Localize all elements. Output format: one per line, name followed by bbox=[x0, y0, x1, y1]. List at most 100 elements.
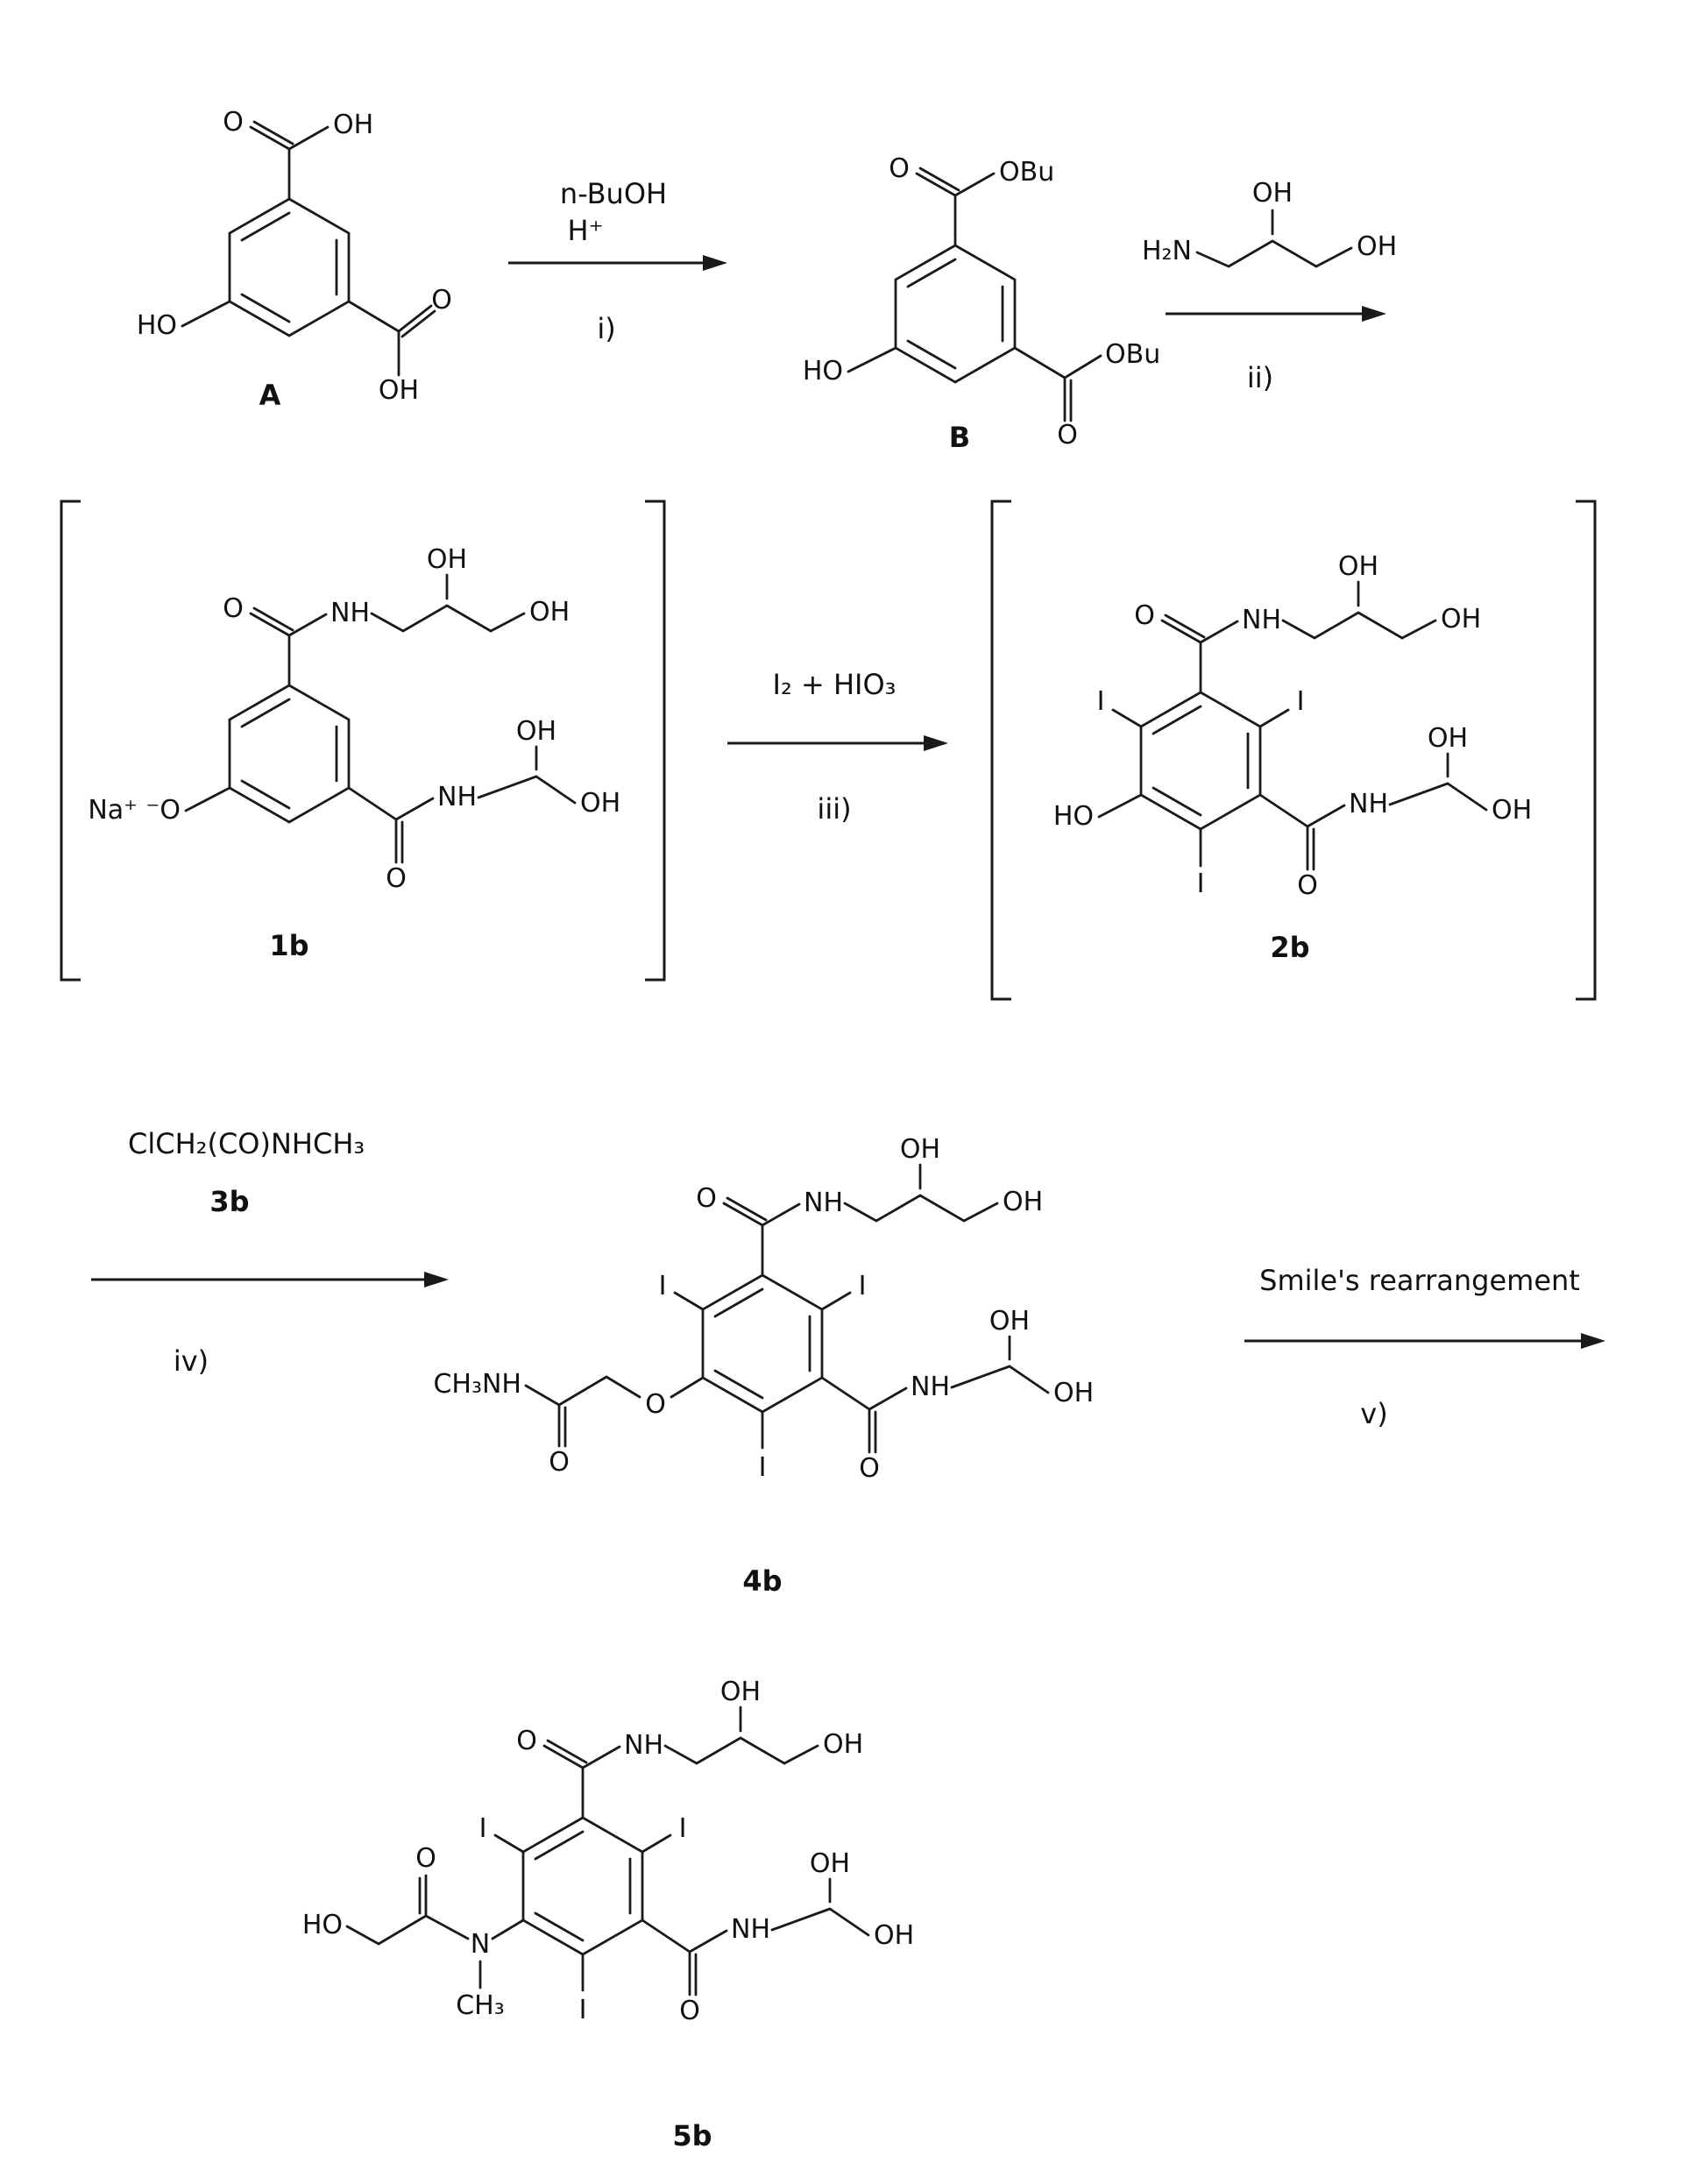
oh-label: OH bbox=[1492, 795, 1532, 826]
n-label: N bbox=[471, 1929, 490, 1960]
oh-label: OH bbox=[720, 1677, 761, 1707]
ether-o-label: O bbox=[645, 1389, 666, 1420]
arrow-step-i: n-BuOH H⁺ i) bbox=[508, 177, 727, 345]
structure-2b-bonds bbox=[1097, 580, 1488, 871]
oh-label: OH bbox=[529, 597, 570, 628]
o-label: O bbox=[859, 1453, 880, 1484]
step-label: iii) bbox=[817, 792, 851, 826]
compound-label-2b: 2b bbox=[1270, 931, 1309, 964]
obu-label: OBu bbox=[999, 157, 1054, 188]
oh-label: OH bbox=[1441, 604, 1481, 635]
o-label: O bbox=[223, 107, 244, 138]
nh-label: NH bbox=[330, 598, 370, 628]
ho-label: HO bbox=[1053, 801, 1094, 832]
left-bracket bbox=[990, 500, 1011, 1001]
nh-label: NH bbox=[911, 1372, 950, 1402]
left-bracket bbox=[60, 500, 81, 982]
arrowhead-icon bbox=[1581, 1333, 1605, 1349]
compound-label-b: B bbox=[949, 421, 970, 454]
ch3nh-label: CH₃NH bbox=[433, 1369, 521, 1400]
iodine-label: I bbox=[579, 1995, 587, 2025]
compound-label-a: A bbox=[259, 379, 281, 412]
oh-label: OH bbox=[1053, 1378, 1094, 1408]
arrow-step-v: Smile's rearrangement v) bbox=[1244, 1264, 1605, 1430]
arrow-step-iv: ClCH₂(CO)NHCH₃ 3b iv) bbox=[91, 1127, 449, 1378]
reagent-text: H⁺ bbox=[568, 214, 604, 247]
oh-label: OH bbox=[810, 1848, 850, 1879]
reagent-aminopropanediol: H₂N OH OH bbox=[1142, 178, 1397, 268]
oh-label: OH bbox=[1338, 551, 1378, 582]
arrowhead-icon bbox=[1362, 306, 1386, 322]
ch3-label: CH₃ bbox=[456, 1990, 505, 2021]
reagent-text: Smile's rearrangement bbox=[1259, 1264, 1580, 1297]
structure-A-bonds bbox=[181, 120, 436, 377]
compound-4b: O NH OH OH I I I O O CH₃NH O NH OH OH 4b bbox=[433, 1134, 1094, 1598]
o-label: O bbox=[1134, 600, 1155, 631]
sodium-phenolate-label: Na⁺ ⁻O bbox=[88, 795, 181, 826]
oh-label: OH bbox=[379, 375, 419, 406]
o-label: O bbox=[223, 593, 244, 624]
arrowhead-icon bbox=[703, 255, 727, 271]
nh-label: NH bbox=[1242, 605, 1281, 635]
reagent-text: I₂ + HIO₃ bbox=[773, 668, 897, 701]
o-label: O bbox=[549, 1447, 570, 1478]
structure-B: O OBu HO OBu O B bbox=[803, 153, 1160, 454]
structure-1b-bonds bbox=[184, 573, 577, 864]
ho-label: HO bbox=[137, 310, 177, 341]
reagent-bonds bbox=[1195, 209, 1353, 268]
nh-label: NH bbox=[624, 1730, 663, 1761]
o-label: O bbox=[516, 1726, 537, 1756]
iodine-label: I bbox=[759, 1452, 767, 1483]
oh-label: OH bbox=[1428, 723, 1468, 754]
ho-label: HO bbox=[803, 356, 843, 387]
oh-label: OH bbox=[1252, 178, 1293, 209]
iodine-label: I bbox=[1197, 869, 1205, 899]
arrow-step-iii: I₂ + HIO₃ iii) bbox=[727, 668, 948, 826]
o-label: O bbox=[431, 285, 452, 316]
structure-A: O OH HO O OH A bbox=[137, 107, 452, 412]
oh-label: OH bbox=[516, 716, 556, 747]
compound-label-3b: 3b bbox=[209, 1185, 249, 1218]
step-label: ii) bbox=[1247, 361, 1273, 394]
reagent-text: n-BuOH bbox=[560, 177, 667, 210]
o-label: O bbox=[415, 1843, 436, 1874]
compound-label-4b: 4b bbox=[742, 1564, 782, 1598]
nh-label: NH bbox=[1349, 789, 1388, 819]
o-label: O bbox=[1057, 420, 1078, 450]
o-label: O bbox=[1297, 870, 1318, 901]
nh-label: NH bbox=[804, 1188, 843, 1218]
iodine-label: I bbox=[1297, 686, 1305, 717]
nh-label: NH bbox=[731, 1914, 770, 1945]
o-label: O bbox=[696, 1183, 717, 1214]
compound-label-5b: 5b bbox=[672, 2119, 712, 2152]
o-label: O bbox=[386, 863, 407, 894]
step-label: iv) bbox=[174, 1344, 209, 1378]
oh-label: OH bbox=[900, 1134, 940, 1165]
compound-5b: O NH OH OH I I I O N CH₃ HO O NH OH OH 5… bbox=[302, 1677, 914, 2152]
ho-label: HO bbox=[302, 1910, 343, 1940]
intermediate-1b: O NH OH OH Na⁺ ⁻O O NH OH OH 1b bbox=[60, 500, 666, 982]
reagent-text: ClCH₂(CO)NHCH₃ bbox=[128, 1127, 365, 1160]
obu-label: OBu bbox=[1105, 339, 1160, 370]
o-label: O bbox=[889, 153, 910, 184]
oh-label: OH bbox=[874, 1920, 914, 1951]
oh-label: OH bbox=[989, 1306, 1030, 1337]
intermediate-2b: O NH OH OH I I I HO O NH OH OH 2b bbox=[990, 500, 1597, 1001]
iodine-label: I bbox=[859, 1271, 867, 1301]
right-bracket bbox=[1576, 500, 1597, 1001]
structure-B-bonds bbox=[847, 167, 1102, 422]
o-label: O bbox=[679, 1996, 700, 2026]
structure-5b-bonds bbox=[345, 1706, 870, 1996]
oh-label: OH bbox=[823, 1729, 863, 1760]
step-label: i) bbox=[597, 312, 615, 345]
compound-label-1b: 1b bbox=[269, 929, 308, 962]
iodine-label: I bbox=[659, 1271, 667, 1301]
h2n-label: H₂N bbox=[1142, 236, 1192, 266]
oh-label: OH bbox=[333, 110, 373, 140]
arrowhead-icon bbox=[924, 735, 948, 751]
oh-label: OH bbox=[1003, 1187, 1043, 1217]
arrowhead-icon bbox=[424, 1272, 449, 1287]
iodine-label: I bbox=[679, 1813, 687, 1844]
right-bracket bbox=[645, 500, 666, 982]
